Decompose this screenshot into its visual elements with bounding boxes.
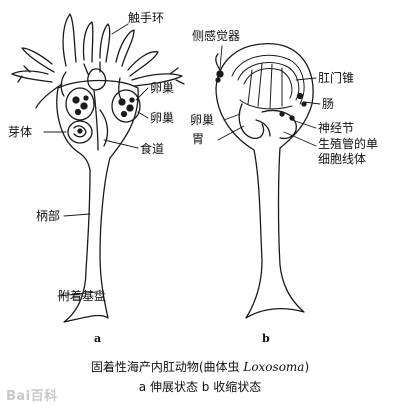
- label-esophagus: 食道: [140, 142, 165, 156]
- label-ovary-a-right: 卵巢: [150, 81, 175, 95]
- panel-b-drawing: [216, 44, 320, 318]
- panel-a-label: a: [94, 332, 102, 345]
- label-stomach: 胃: [192, 132, 205, 146]
- label-ganglion: 神经节: [318, 121, 355, 135]
- contracted-body: [216, 44, 313, 318]
- panel-b-label: b: [262, 332, 270, 345]
- figure-caption: 固着性海产内肛动物(曲体虫 Loxosoma): [0, 358, 400, 375]
- curled-tentacles: [232, 55, 304, 109]
- caption-suffix: ): [304, 360, 310, 374]
- label-tentacle-ring: 触手环: [128, 11, 165, 25]
- ovary-left: [66, 88, 94, 120]
- ovary-right: [112, 90, 140, 122]
- label-protonephridium-2: 细胞线体: [318, 152, 367, 166]
- label-bud: 芽体: [8, 125, 33, 139]
- caption-latin-name: Loxosoma: [243, 360, 305, 374]
- label-lateral-sense-organ: 侧感觉器: [192, 29, 241, 43]
- label-anal-cone: 肛门锥: [318, 71, 355, 85]
- label-ovary-a-lower: 卵巢: [150, 111, 175, 125]
- label-intestine: 肠: [322, 97, 335, 111]
- caption-prefix: 固着性海产内肛动物(曲体虫: [90, 360, 244, 374]
- label-attachment-disc: 附着基盘: [58, 289, 107, 303]
- label-stalk: 柄部: [36, 209, 61, 223]
- figure-subtitle: a 伸展状态 b 收缩状态: [138, 380, 262, 394]
- label-ovary-b: 卵巢: [190, 113, 215, 127]
- bud: [68, 121, 92, 143]
- calyx-body: [57, 81, 138, 323]
- panel-a-drawing: [12, 14, 184, 322]
- tentacles: [12, 14, 184, 108]
- label-protonephridium-1: 生殖管的单: [318, 137, 379, 151]
- watermark: Bai百科: [6, 389, 58, 404]
- lateral-sense-organ: [216, 54, 223, 82]
